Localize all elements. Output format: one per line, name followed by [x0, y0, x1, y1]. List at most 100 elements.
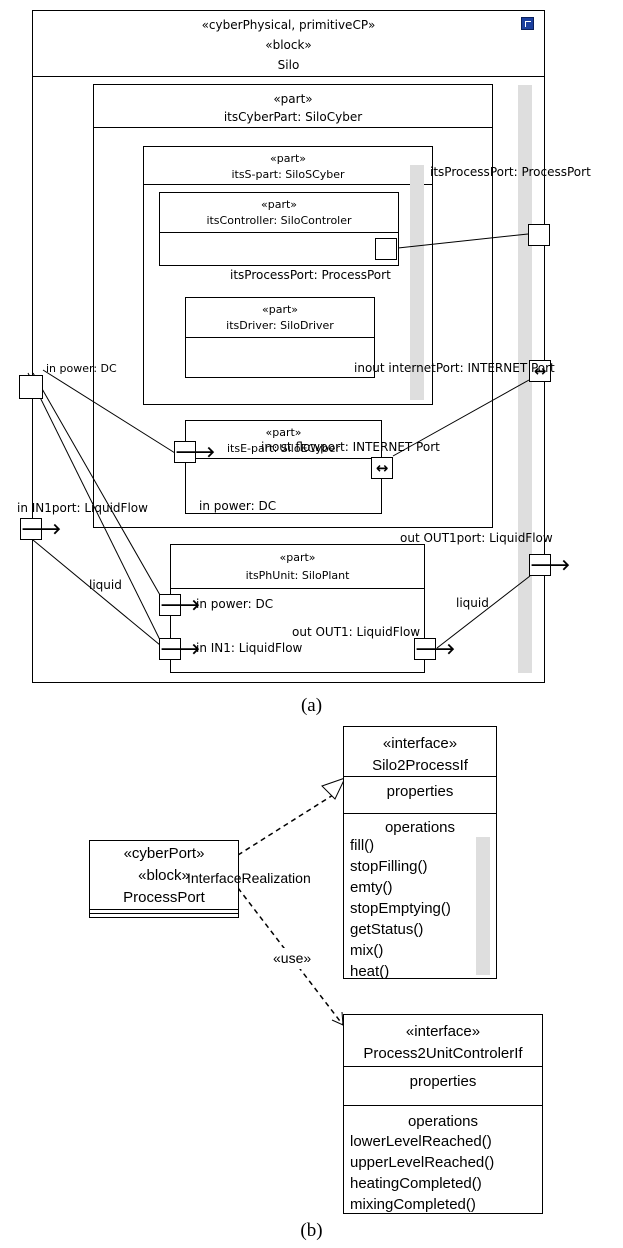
driver-stereotype: «part»: [261, 303, 299, 316]
operation-item: stopFilling(): [350, 858, 428, 875]
connector-liquid-in[interactable]: [32, 539, 161, 646]
ph-unit-stereotype: «part»: [279, 551, 316, 564]
ph-unit-power-label: in power: DC: [196, 597, 274, 611]
operation-item: mix(): [350, 942, 384, 959]
silo-process-port-label: itsProcessPort: ProcessPort: [430, 165, 591, 179]
silo2processif-sep1: [344, 776, 496, 777]
cyber-part-stereotype: «part»: [273, 92, 313, 106]
operation-item: emty(): [350, 879, 393, 896]
silo2processif-operations: fill() stopFilling() emty() stopEmptying…: [350, 835, 476, 979]
processport-block[interactable]: «cyberPort» «block» ProcessPort: [89, 840, 239, 918]
in1-port[interactable]: 🡒: [20, 518, 62, 540]
ph-unit-power-port[interactable]: 🡒: [159, 594, 201, 616]
processport-sep2: [90, 913, 238, 914]
operation-item: getStatus(): [350, 921, 424, 938]
e-part-name: itsE-part: SiloECyber: [226, 442, 341, 455]
processport-stereotype: «cyberPort»: [123, 845, 205, 862]
internet-port[interactable]: ↔: [529, 360, 551, 382]
controller-part[interactable]: «part» itsController: SiloControler: [159, 192, 399, 266]
ph-unit-part[interactable]: «part» itsPhUnit: SiloPlant: [170, 544, 425, 673]
ph-unit-name: itsPhUnit: SiloPlant: [245, 569, 350, 582]
connector-internet-flowport[interactable]: [392, 379, 530, 457]
connector-process-port[interactable]: [397, 233, 529, 249]
use-label: «use»: [273, 948, 312, 969]
out1-port[interactable]: 🡒: [529, 554, 571, 576]
silo-name: Silo: [277, 58, 300, 72]
driver-name: itsDriver: SiloDriver: [226, 319, 334, 332]
silo-stereotype: «cyberPhysical, primitiveCP»: [201, 18, 376, 32]
s-part-separator: [144, 184, 432, 185]
operations-scrollbar[interactable]: [476, 837, 490, 975]
processport-sep1: [90, 909, 238, 910]
flowport[interactable]: ↔: [371, 457, 393, 479]
ph-unit-separator: [171, 588, 424, 589]
internet-port-label: inout internetPort: INTERNET Port: [354, 361, 555, 375]
e-part-separator: [186, 458, 381, 459]
operation-item: stopEmptying(): [350, 900, 451, 917]
e-part-power-label: in power: DC: [199, 499, 277, 513]
connector-power-in1[interactable]: [27, 372, 161, 641]
operation-item: fill(): [350, 837, 375, 854]
controller-process-port[interactable]: [375, 238, 397, 260]
connector-power-e-part[interactable]: [42, 369, 176, 454]
e-part-stereotype: «part»: [265, 426, 302, 439]
silo-power-label: in power: DC: [46, 362, 117, 375]
caption-a: (a): [300, 695, 323, 716]
silo2processif-name: Silo2ProcessIf: [372, 757, 468, 774]
cyber-part-separator: [94, 127, 492, 128]
ph-unit-in1-port[interactable]: 🡒: [159, 638, 201, 660]
process2unitcontrolerif-name: Process2UnitControlerIf: [363, 1045, 523, 1062]
silo2processif-stereotype: «interface»: [382, 735, 458, 752]
silo-block-keyword: «block»: [265, 38, 312, 52]
liquid-label-left: liquid: [89, 578, 122, 592]
realization-arrowhead: [321, 777, 346, 800]
operation-item: heatingCompleted(): [350, 1175, 482, 1192]
processport-name: ProcessPort: [123, 889, 205, 906]
process2unitcontrolerif-operations-title: operations: [407, 1113, 479, 1130]
connector-liquid-out[interactable]: [436, 575, 531, 649]
s-part-scrollbar[interactable]: [410, 165, 424, 400]
driver-part[interactable]: «part» itsDriver: SiloDriver: [185, 297, 375, 378]
operation-item: lowerLevelReached(): [350, 1133, 492, 1150]
ph-unit-in1-label: in IN1: LiquidFlow: [196, 641, 303, 655]
e-part[interactable]: «part» itsE-part: SiloECyber: [185, 420, 382, 514]
use-line[interactable]: [237, 887, 344, 1026]
silo-separator: [33, 76, 544, 77]
silo-process-port[interactable]: [528, 224, 550, 246]
process2unitcontrolerif-interface[interactable]: «interface» Process2UnitControlerIf prop…: [343, 1014, 543, 1214]
connector-power-ph-unit[interactable]: [32, 372, 161, 596]
process2unitcontrolerif-operations: lowerLevelReached() upperLevelReached() …: [350, 1131, 494, 1215]
process2unitcontrolerif-sep1: [344, 1066, 542, 1067]
controller-separator: [160, 232, 398, 233]
controller-process-port-label: itsProcessPort: ProcessPort: [230, 268, 391, 282]
interface-realization-label: InterfaceRealization: [187, 870, 311, 886]
flowport-label: inout flowport: INTERNET Port: [261, 440, 440, 454]
driver-separator: [186, 337, 374, 338]
operation-item: upperLevelReached(): [350, 1154, 495, 1171]
controller-stereotype: «part»: [260, 198, 298, 211]
realization-line[interactable]: [237, 794, 334, 856]
caption-b: (b): [300, 1220, 323, 1241]
operation-item: heat(): [350, 963, 390, 979]
silo2processif-operations-title: operations: [384, 819, 456, 836]
silo2processif-properties: properties: [386, 783, 454, 800]
s-part-stereotype: «part»: [269, 152, 307, 165]
silo2processif-interface[interactable]: «interface» Silo2ProcessIf properties op…: [343, 726, 497, 979]
controller-name: itsController: SiloControler: [206, 214, 352, 227]
e-part-power-port[interactable]: 🡒: [174, 441, 216, 463]
diagram-link-icon[interactable]: [521, 17, 534, 30]
cyber-part-name: itsCyberPart: SiloCyber: [223, 110, 363, 124]
in1port-label: in IN1port: LiquidFlow: [17, 501, 148, 515]
process2unitcontrolerif-sep2: [344, 1105, 542, 1106]
operation-item: mixingCompleted(): [350, 1196, 476, 1213]
process2unitcontrolerif-stereotype: «interface»: [405, 1023, 481, 1040]
ph-unit-out1-label: out OUT1: LiquidFlow: [292, 625, 421, 639]
process2unitcontrolerif-properties: properties: [409, 1073, 477, 1090]
ph-unit-out1-port[interactable]: 🡒: [414, 638, 456, 660]
processport-block-keyword: «block»: [138, 867, 190, 884]
out1port-label: out OUT1port: LiquidFlow: [400, 531, 553, 545]
liquid-label-right: liquid: [456, 596, 489, 610]
s-part-name: itsS-part: SiloSCyber: [231, 168, 345, 181]
silo-power-port[interactable]: [19, 375, 43, 399]
